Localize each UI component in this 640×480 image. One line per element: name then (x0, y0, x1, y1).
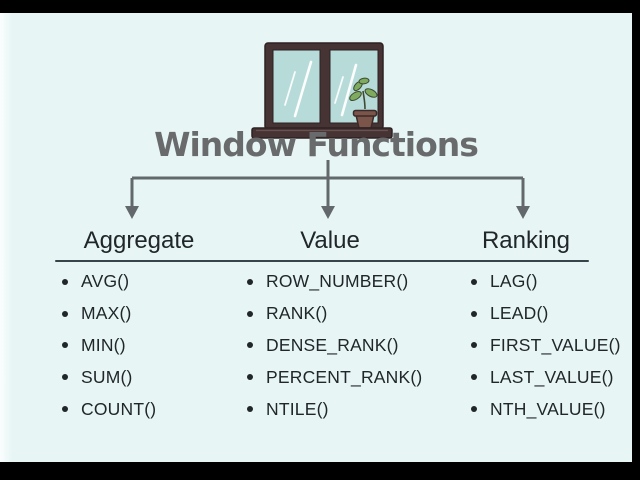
column-header-aggregate: Aggregate (83, 227, 195, 254)
window-with-plant-icon (251, 42, 393, 139)
header-divider-rule (55, 260, 589, 262)
bullet-icon (471, 278, 477, 285)
list-item: AVG() (62, 266, 156, 298)
bullet-icon (62, 374, 68, 381)
bullet-icon (247, 406, 253, 413)
list-item: SUM() (62, 361, 156, 393)
function-label: LAST_VALUE() (490, 366, 614, 387)
list-item: LAST_VALUE() (471, 361, 621, 393)
bullet-icon (62, 406, 68, 413)
function-label: LAG() (490, 271, 538, 292)
list-item: NTH_VALUE() (471, 393, 621, 425)
list-item: COUNT() (62, 393, 156, 425)
bullet-icon (62, 278, 68, 285)
bullet-icon (62, 310, 68, 317)
function-label: MAX() (81, 303, 132, 324)
bullet-icon (247, 342, 253, 349)
infographic-canvas: Window Functions Aggregate Value Ranking… (0, 13, 632, 462)
function-label: ROW_NUMBER() (266, 271, 409, 292)
bullet-icon (471, 310, 477, 317)
function-label: NTILE() (266, 398, 329, 419)
list-item: PERCENT_RANK() (247, 361, 422, 393)
bullet-icon (471, 342, 477, 349)
function-label: DENSE_RANK() (266, 334, 399, 355)
column-header-ranking: Ranking (481, 227, 571, 254)
aggregate-function-list: AVG() MAX() MIN() SUM() COUNT() (62, 266, 156, 425)
list-item: FIRST_VALUE() (471, 330, 621, 362)
ranking-function-list: LAG() LEAD() FIRST_VALUE() LAST_VALUE() … (471, 266, 621, 425)
function-label: SUM() (81, 366, 133, 387)
page-title: Window Functions (154, 125, 479, 164)
bullet-icon (62, 342, 68, 349)
list-item: MAX() (62, 298, 156, 330)
function-label: MIN() (81, 334, 126, 355)
function-label: FIRST_VALUE() (490, 334, 621, 355)
function-label: NTH_VALUE() (490, 398, 606, 419)
bullet-icon (247, 374, 253, 381)
list-item: NTILE() (247, 393, 422, 425)
function-label: RANK() (266, 303, 328, 324)
list-item: MIN() (62, 330, 156, 362)
function-label: PERCENT_RANK() (266, 366, 423, 387)
list-item: ROW_NUMBER() (247, 266, 422, 298)
column-header-value: Value (300, 227, 360, 254)
bullet-icon (471, 374, 477, 381)
list-item: DENSE_RANK() (247, 330, 422, 362)
function-label: LEAD() (490, 303, 549, 324)
value-function-list: ROW_NUMBER() RANK() DENSE_RANK() PERCENT… (247, 266, 422, 425)
list-item: LEAD() (471, 298, 621, 330)
function-label: COUNT() (81, 398, 157, 419)
bullet-icon (471, 406, 477, 413)
bullet-icon (247, 310, 253, 317)
bullet-icon (247, 278, 253, 285)
list-item: LAG() (471, 266, 621, 298)
function-label: AVG() (81, 271, 130, 292)
left-edge-sheen (0, 13, 12, 462)
list-item: RANK() (247, 298, 422, 330)
